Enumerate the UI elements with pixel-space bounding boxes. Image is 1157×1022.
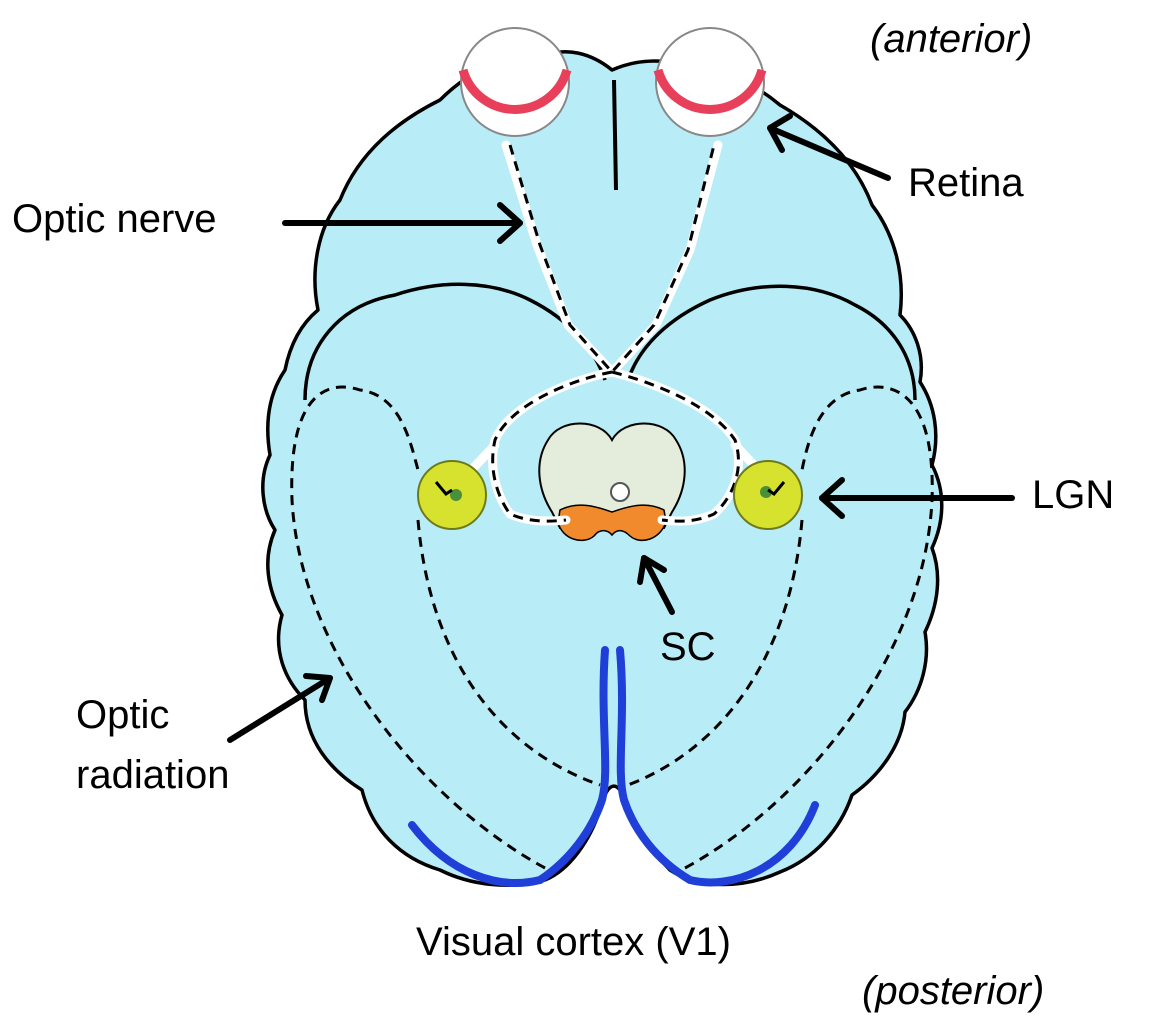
retina-label: Retina bbox=[908, 161, 1024, 205]
left-lgn bbox=[418, 461, 486, 529]
visual-cortex-label: Visual cortex (V1) bbox=[416, 920, 731, 964]
posterior-label: (posterior) bbox=[862, 969, 1044, 1013]
left-eye bbox=[461, 28, 569, 136]
right-eye bbox=[656, 28, 764, 136]
frontal-fissure bbox=[614, 80, 616, 190]
right-lgn bbox=[734, 461, 802, 529]
optic-nerve-label: Optic nerve bbox=[12, 197, 217, 241]
cerebral-aqueduct bbox=[611, 483, 629, 501]
anterior-label: (anterior) bbox=[870, 17, 1032, 61]
sc-label: SC bbox=[660, 625, 716, 669]
optic-radiation-label-line2: radiation bbox=[76, 753, 229, 797]
optic-radiation-label-line1: Optic bbox=[76, 693, 169, 737]
lgn-label: LGN bbox=[1032, 473, 1114, 517]
